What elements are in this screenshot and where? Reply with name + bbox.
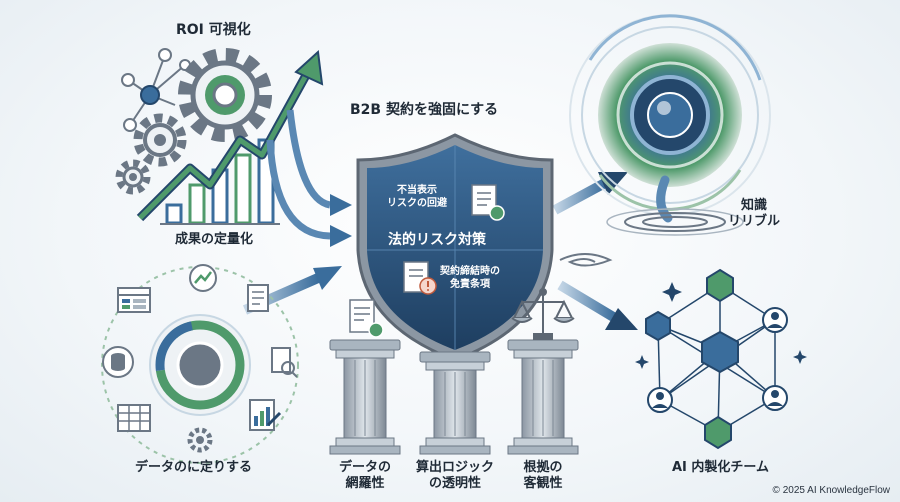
ai-team-network: [635, 268, 807, 450]
sparkle-icon: [635, 282, 807, 369]
legal-shield-icon: [356, 133, 554, 362]
tiny-gear-icon: [115, 159, 151, 195]
shield-top-line1: 不当表示: [397, 185, 437, 196]
data-define-label: データのに定りする: [135, 460, 253, 475]
settings-icon: [187, 427, 213, 453]
copyright-footer: © 2025 AI KnowledgeFlow: [772, 485, 890, 496]
pillar1-line2: 網羅性: [345, 476, 385, 492]
quantify-label: 成果の定量化: [175, 232, 254, 247]
arrow-shield-to-ai-team: [557, 280, 638, 330]
user-avatar-icon: [647, 307, 788, 413]
scale-icon: [511, 288, 575, 340]
b2b-title: B2B 契約を強固にする: [350, 102, 499, 118]
arrowhead-icon: [330, 194, 352, 216]
shield-bottom-line2: 免責条項: [450, 278, 490, 290]
database-icon: [102, 346, 134, 378]
shield-top-text: 不当表示 リスクの回避: [387, 185, 447, 210]
roi-title: ROI 可視化: [176, 22, 251, 38]
shield-center-text: 法的リスク対策: [388, 232, 486, 248]
connector-arrows-left: [266, 109, 331, 240]
knowledge-line1: 知識: [741, 198, 768, 213]
document-icon: [247, 284, 269, 312]
pillar3-label: 根拠の 客観性: [508, 460, 578, 493]
document-check-icon: [471, 184, 505, 221]
arrow-shield-to-knowledge: [552, 172, 628, 215]
pillar-logic-transparency: [419, 351, 491, 455]
spreadsheet-icon: [117, 404, 151, 432]
ai-team-label: AI 内製化チーム: [672, 460, 770, 475]
gear-icon: [178, 48, 272, 142]
shield-bottom-text: 契約締結時の 免責条項: [440, 266, 500, 291]
knowledge-line2: リリブル: [728, 214, 781, 230]
file-search-icon: [271, 347, 298, 378]
hub-sphere-icon: [176, 341, 224, 389]
small-gear-icon: [133, 113, 187, 167]
pillar3-line1: 根拠の: [523, 460, 563, 475]
shield-bottom-line1: 契約締結時の: [440, 266, 500, 277]
hex-node-icon: [645, 268, 739, 450]
pillar1-label: データの 網羅性: [330, 460, 400, 493]
roi-cluster: [115, 48, 324, 225]
pillars: [329, 288, 579, 455]
knowledge-label: 知識 リリブル: [728, 198, 780, 231]
trend-chart-icon: [189, 264, 217, 292]
document-alert-icon: [403, 261, 437, 295]
pillar-data-coverage: [329, 299, 401, 455]
data-cycle: [101, 264, 299, 464]
pillar3-line2: 客観性: [523, 476, 563, 492]
pillar-evidence-objectivity: [507, 288, 579, 455]
arrowhead-icon: [330, 225, 352, 247]
pillar2-line1: 算出ロジック: [415, 460, 494, 475]
pillar2-label: 算出ロジック の透明性: [410, 460, 500, 493]
pillar1-line1: データの: [338, 460, 391, 475]
dashboard-icon: [117, 287, 151, 313]
report-chart-icon: [249, 399, 282, 431]
knowledge-swirl-icon: [559, 14, 771, 267]
pillar2-line2: の透明性: [428, 476, 481, 492]
shield-top-line2: リスクの回避: [387, 197, 447, 209]
